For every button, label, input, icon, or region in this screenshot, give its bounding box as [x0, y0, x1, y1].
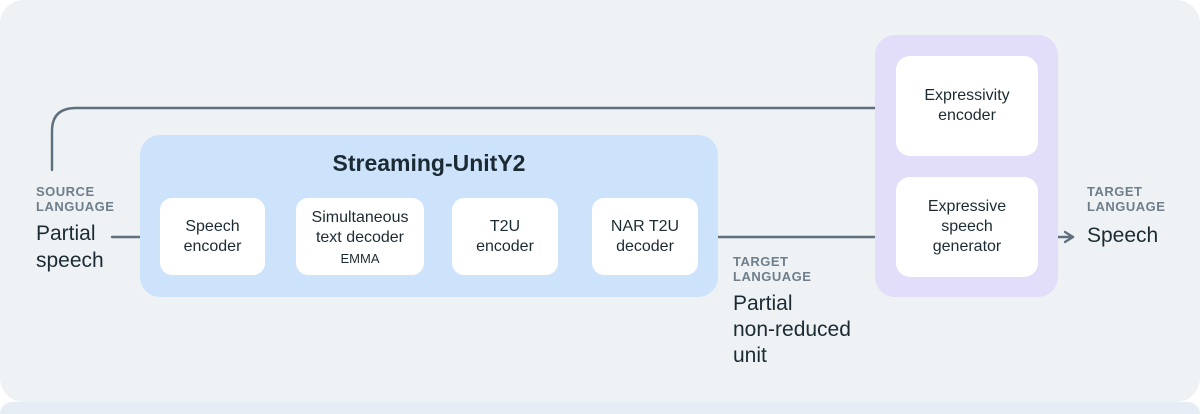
- node-t2u-encoder: T2U encoder: [452, 198, 558, 275]
- target-language-label: TARGET LANGUAGE: [1087, 184, 1166, 214]
- node-nar-t2u-decoder: NAR T2U decoder: [592, 198, 698, 275]
- streaming-unity2-title: Streaming-UnitY2: [332, 150, 526, 176]
- node-nar-t2u-decoder-label: NAR T2U decoder: [610, 217, 680, 255]
- node-expressivity-encoder: Expressivity encoder: [896, 56, 1038, 156]
- node-simultaneous-text-decoder: Simultaneous text decoder EMMA: [296, 198, 424, 275]
- node-speech-encoder-label: Speech encoder: [183, 217, 242, 255]
- intermediate-target-language-label: TARGET LANGUAGE: [733, 254, 812, 284]
- node-expressive-speech-generator: Expressive speech generator: [896, 177, 1038, 277]
- speech-output-text: Speech: [1087, 224, 1159, 247]
- node-expressive-speech-generator-label: Expressive speech generator: [927, 198, 1007, 255]
- node-speech-encoder: Speech encoder: [160, 198, 265, 275]
- next-section-edge: [0, 402, 1200, 414]
- node-simultaneous-text-decoder-sublabel: EMMA: [340, 250, 380, 266]
- source-input-text: Partial speech: [36, 222, 104, 272]
- intermediate-output-text: Partial non-reduced unit: [733, 292, 851, 367]
- source-language-label: SOURCE LANGUAGE: [36, 184, 115, 214]
- node-t2u-encoder-label: T2U encoder: [476, 217, 534, 255]
- node-expressivity-encoder-label: Expressivity encoder: [924, 87, 1010, 124]
- node-simultaneous-text-decoder-label: Simultaneous text decoder: [311, 208, 409, 246]
